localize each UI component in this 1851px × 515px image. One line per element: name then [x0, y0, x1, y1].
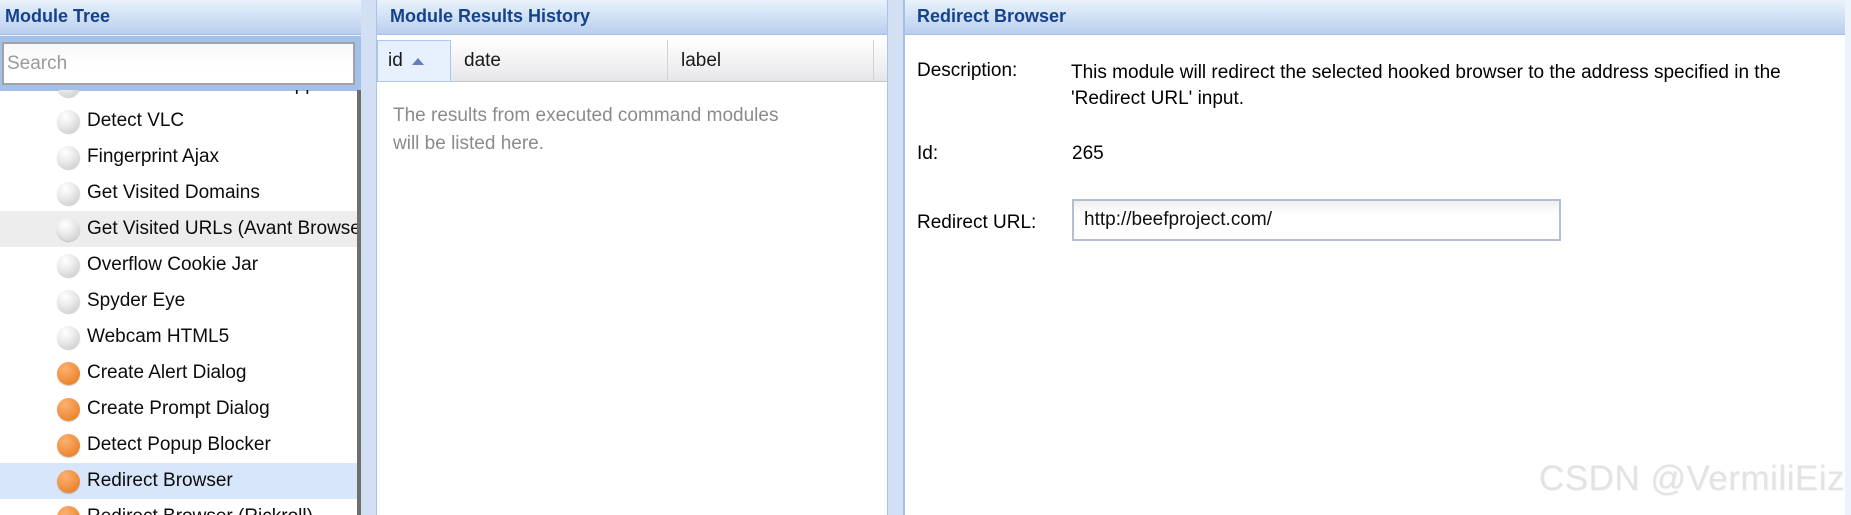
module-item[interactable]: Create Alert Dialog [0, 355, 361, 391]
module-results-history-panel: Module Results History id date label The… [376, 0, 888, 515]
module-item[interactable]: Redirect Browser (Rickroll) [0, 499, 361, 515]
column-header-date[interactable]: date [451, 40, 668, 82]
module-item-label: Create Prompt Dialog [87, 398, 270, 419]
module-item-label: Fingerprint Ajax [87, 146, 220, 167]
search-input[interactable] [2, 42, 355, 85]
module-status-icon [57, 397, 80, 421]
module-status-icon [57, 217, 80, 241]
module-item-label: Get Visited URLs (Avant Browser) [87, 218, 361, 239]
search-bar [0, 35, 361, 91]
module-status-icon [57, 253, 80, 277]
module-item[interactable]: Get Visited URLs (Avant Browser) [0, 211, 361, 247]
module-status-icon [57, 145, 80, 169]
sort-asc-icon [411, 57, 424, 65]
module-status-icon [57, 181, 80, 205]
module-item[interactable]: Detect Popup Blocker [0, 427, 361, 463]
module-item-label: Get Visited Domains [87, 182, 260, 203]
column-header-id[interactable]: id [377, 40, 451, 82]
module-list: Detect Evernote Web Clipper Detect VLC F… [0, 90, 361, 515]
module-list-viewport: Detect Evernote Web Clipper Detect VLC F… [0, 90, 361, 515]
module-item[interactable]: Get Visited Domains [0, 175, 361, 211]
module-item-label: Detect Popup Blocker [87, 434, 271, 455]
module-detail-panel: Redirect Browser Description: This modul… [903, 0, 1845, 515]
column-header-label[interactable]: label [668, 40, 874, 82]
results-grid-header: id date label [377, 40, 887, 82]
module-status-icon [57, 505, 80, 515]
redirect-url-label: Redirect URL: [917, 212, 1037, 233]
module-item-label: Overflow Cookie Jar [87, 254, 259, 275]
column-header-filler [874, 40, 887, 82]
column-label: label [681, 49, 722, 71]
module-item-label: Detect Evernote Web Clipper [87, 90, 333, 96]
results-history-title: Module Results History [390, 6, 591, 26]
module-item-label: Redirect Browser (Rickroll) [87, 506, 313, 515]
module-item[interactable]: Detect VLC [0, 103, 361, 139]
redirect-url-input[interactable] [1072, 199, 1561, 241]
module-list-scrollbar[interactable] [357, 90, 361, 515]
panel-splitter-left[interactable] [361, 0, 376, 515]
module-item[interactable]: Webcam HTML5 [0, 319, 361, 355]
panel-splitter-right[interactable] [888, 0, 903, 515]
module-status-icon [57, 90, 80, 97]
module-id-value: 265 [1072, 143, 1104, 164]
module-tree-panel: Module Tree Detect Evernote Web Clipper … [0, 0, 361, 515]
module-tree-title: Module Tree [5, 6, 111, 26]
module-item[interactable]: Fingerprint Ajax [0, 139, 361, 175]
module-item[interactable]: Overflow Cookie Jar [0, 247, 361, 283]
module-item-label: Create Alert Dialog [87, 362, 247, 383]
module-detail-header: Redirect Browser [905, 0, 1845, 35]
module-item[interactable]: Redirect Browser [0, 463, 361, 499]
results-history-header: Module Results History [377, 0, 887, 35]
description-text: This module will redirect the selected h… [1071, 62, 1781, 109]
module-item-label: Webcam HTML5 [87, 326, 230, 347]
module-id-label: Id: [917, 143, 939, 164]
description-label: Description: [917, 60, 1018, 81]
module-item-label: Redirect Browser [87, 470, 233, 491]
module-status-icon [57, 109, 80, 133]
module-item-label: Spyder Eye [87, 290, 186, 311]
module-status-icon [57, 289, 80, 313]
module-status-icon [57, 433, 80, 457]
watermark: CSDN @VermiliEiz [1538, 459, 1845, 498]
results-empty-text: The results from executed command module… [393, 105, 779, 154]
module-status-icon [57, 325, 80, 349]
column-label: id [388, 50, 403, 71]
module-tree-header: Module Tree [0, 0, 361, 35]
module-item[interactable]: Detect Evernote Web Clipper [0, 90, 361, 103]
module-detail-title: Redirect Browser [917, 6, 1067, 26]
module-item[interactable]: Create Prompt Dialog [0, 391, 361, 427]
module-status-icon [57, 469, 80, 493]
column-label: date [464, 49, 501, 71]
module-item-label: Detect VLC [87, 110, 185, 131]
module-status-icon [57, 361, 80, 385]
right-edge-strip [1845, 0, 1851, 515]
module-item[interactable]: Spyder Eye [0, 283, 361, 319]
